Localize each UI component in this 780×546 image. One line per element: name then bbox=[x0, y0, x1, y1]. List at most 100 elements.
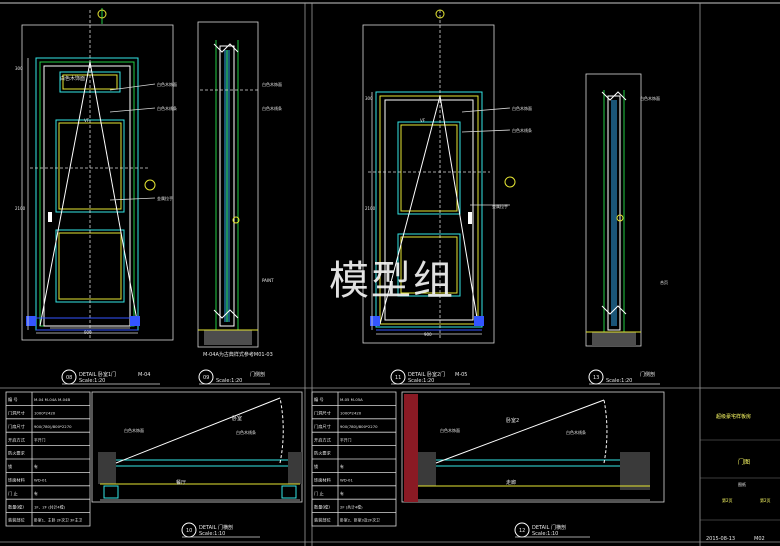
detail-11-scale: Scale:1:20 bbox=[408, 378, 434, 384]
spec-right-row-value: 1000*2420 bbox=[340, 411, 362, 416]
dim-door-width-11: 900 bbox=[424, 332, 432, 337]
door-plan-12 bbox=[401, 391, 665, 503]
spec-left-row-key: 门扇尺寸 bbox=[8, 423, 25, 430]
plan-label-living: 餐厅 bbox=[176, 479, 186, 486]
door-plan-10 bbox=[91, 391, 303, 503]
title-block-frame bbox=[700, 439, 780, 521]
callout-wood-09: 白色木饰面 bbox=[262, 81, 282, 87]
spec-left-row-key: 锁 bbox=[8, 463, 13, 470]
detail-08-scale: Scale:1:20 bbox=[79, 378, 105, 384]
dim-top-11: 300 bbox=[365, 96, 373, 101]
spec-right-row-value: 有 bbox=[340, 464, 344, 469]
spec-right-row-value: M-05 M-05A bbox=[340, 397, 363, 402]
tb-ratio: 第2页 bbox=[760, 497, 771, 503]
spec-left-row-value: 有 bbox=[34, 464, 38, 469]
detail-10-num: 10 bbox=[186, 528, 192, 534]
callout-hinge-13: 合页 bbox=[660, 279, 668, 285]
detail-13-scale: Scale:1:20 bbox=[606, 378, 632, 384]
detail-12-scale: Scale:1:10 bbox=[532, 531, 558, 537]
spec-right-row-value: WD-01 bbox=[340, 478, 353, 483]
spec-left-row-value: 有 bbox=[34, 491, 38, 496]
plan-label-bedroom1: 卧室 bbox=[232, 415, 242, 422]
detail-12-num: 12 bbox=[519, 528, 525, 534]
spec-right-row-key: 装装部位 bbox=[314, 517, 331, 524]
spec-right-row-key: 开启方式 bbox=[314, 436, 332, 443]
tb-scale-label: 图纸 bbox=[738, 481, 746, 487]
dim-top-08: 300 bbox=[15, 66, 23, 71]
tb-sheet-code: M02 bbox=[754, 536, 765, 542]
spec-table-right: 编 号 M-05 M-05A 门洞尺寸 1000*2420 门扇尺寸 900(780)/8… bbox=[312, 396, 396, 524]
plan-callout-wood-10: 白色木饰面 bbox=[124, 427, 144, 433]
spec-right-row-value: 卧室2、卧室3及2F次卫 bbox=[340, 518, 380, 523]
spec-right-row-value: 2F (共计4樘) bbox=[340, 504, 363, 509]
spec-right-row-value: 有 bbox=[340, 491, 344, 496]
detail-13-num: 13 bbox=[593, 375, 599, 381]
spec-left-row-key: 门 止 bbox=[8, 490, 18, 497]
spec-left-row-key: 开启方式 bbox=[8, 436, 26, 443]
center-note: M-04A为古典样式参考M01-03 bbox=[203, 351, 273, 358]
spec-left-row-key: 编 号 bbox=[8, 396, 18, 403]
watermark: 模型组 bbox=[329, 258, 455, 304]
detail-10-title: DETAIL 门横剖 bbox=[199, 524, 233, 531]
callout-line: 白色木线条 bbox=[157, 105, 177, 111]
spec-left-row-value: 1F、2F (共计4樘) bbox=[34, 504, 65, 509]
detail-09-title: 门侧剖 bbox=[250, 371, 265, 378]
plan-label-corridor: 走廊 bbox=[506, 479, 516, 486]
detail-11-code: M-05 bbox=[455, 372, 467, 378]
callout-hardware: 金属拉手 bbox=[157, 195, 173, 201]
spec-right-row-key: 饰面材料 bbox=[314, 477, 332, 484]
callout-wood-13: 白色木饰面 bbox=[640, 95, 660, 101]
detail-11-title: DETAIL 卧室2门 bbox=[408, 371, 445, 378]
dim-height-11: 2100 bbox=[365, 206, 376, 211]
spec-right-row-key: 门扇尺寸 bbox=[314, 423, 331, 430]
spec-left-row-key: 数量(樘) bbox=[8, 503, 24, 510]
spec-left-row-key: 饰面材料 bbox=[8, 477, 26, 484]
callout-hardware-11: 金属拉手 bbox=[492, 203, 508, 209]
spec-left-row-key: 防火要求 bbox=[8, 450, 26, 457]
dim-offset-08: VF bbox=[84, 118, 90, 123]
spec-left-row-value: 1000*2420 bbox=[34, 411, 56, 416]
door-elevation-08 bbox=[21, 8, 174, 341]
callout-label: 白色木饰面 bbox=[60, 75, 85, 82]
tb-sheet-title: 门图 bbox=[738, 458, 750, 466]
spec-right-row-value: 平开门 bbox=[340, 437, 352, 442]
spec-right-row-key: 门洞尺寸 bbox=[314, 410, 331, 417]
detail-12-title: DETAIL 门横剖 bbox=[532, 524, 566, 531]
spec-left-row-key: 门洞尺寸 bbox=[8, 410, 25, 417]
detail-08-title: DETAIL 卧室1门 bbox=[79, 371, 116, 378]
spec-right-row-key: 锁 bbox=[314, 463, 319, 470]
spec-left-row-value: 900(780)/800*2270 bbox=[34, 424, 72, 429]
door-elevation-11 bbox=[362, 9, 516, 344]
plan-label-bedroom2: 卧室2 bbox=[506, 417, 519, 424]
callout-line-11: 白色木线条 bbox=[512, 127, 532, 133]
spec-left-row-value: 平开门 bbox=[34, 437, 46, 442]
spec-left-row-value: WD-01 bbox=[34, 478, 47, 483]
door-section-09 bbox=[197, 21, 260, 348]
spec-table-left: 编 号 M-04 M-04A M-04B 门洞尺寸 1000*2420 门扇尺寸 900(… bbox=[6, 396, 90, 524]
dim-door-width-08: 900 bbox=[84, 330, 92, 335]
callout-paint-09: PAINT bbox=[262, 278, 274, 283]
detail-08-code: M-04 bbox=[138, 372, 150, 378]
spec-left-row-value: M-04 M-04A M-04B bbox=[34, 397, 70, 402]
callout-wood-11: 白色木饰面 bbox=[512, 105, 532, 111]
tb-date: 2015-08-13 bbox=[706, 536, 735, 542]
detail-13-title: 门侧剖 bbox=[640, 371, 655, 378]
spec-left-row-key: 装装部位 bbox=[8, 517, 25, 524]
spec-right-row-value: 900(780)/800*2270 bbox=[340, 424, 378, 429]
detail-11-num: 11 bbox=[395, 375, 401, 381]
detail-10-scale: Scale:1:10 bbox=[199, 531, 225, 537]
plan-callout-line-12: 白色木线条 bbox=[566, 429, 586, 435]
spec-right-row-key: 数量(樘) bbox=[314, 503, 330, 510]
callout-line-09: 白色木线条 bbox=[262, 105, 282, 111]
detail-09-num: 09 bbox=[203, 375, 209, 381]
spec-right-row-key: 防火要求 bbox=[314, 450, 332, 457]
spec-right-row-key: 编 号 bbox=[314, 396, 324, 403]
detail-08-num: 08 bbox=[66, 375, 72, 381]
detail-09-scale: Scale:1:20 bbox=[216, 378, 242, 384]
tb-sheet-no: 第2页 bbox=[722, 497, 733, 503]
spec-right-row-key: 门 止 bbox=[314, 490, 324, 497]
plan-callout-wood-12: 白色木饰面 bbox=[440, 427, 460, 433]
dim-offset-11: VF bbox=[420, 118, 426, 123]
dim-height-08: 2100 bbox=[15, 206, 26, 211]
